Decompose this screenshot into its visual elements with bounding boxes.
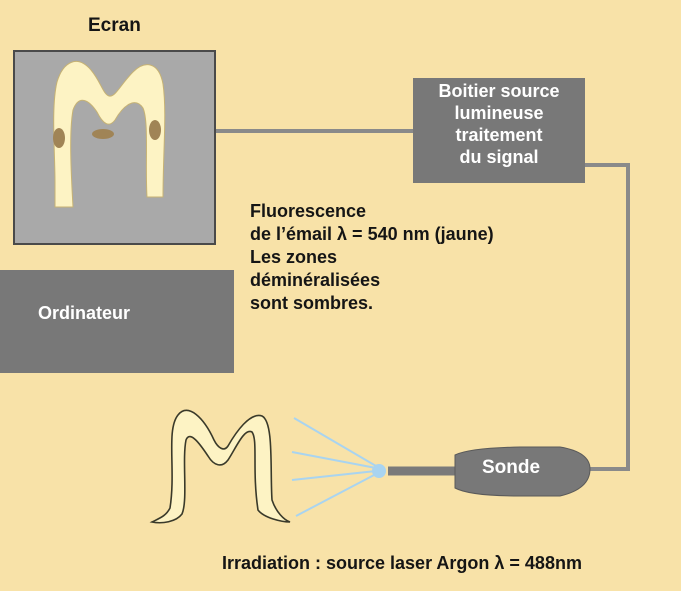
demineralized-zone [53,128,65,148]
fluo-line: Fluorescence [250,201,367,221]
cable-box-to-sonde [585,163,630,471]
box-line: Boitier source [438,81,560,101]
sonde-body [454,446,591,497]
tooth-shape [53,60,166,208]
irradiation-caption: Irradiation : source laser Argon λ = 488… [222,553,582,573]
sonde-label: Sonde [482,457,541,478]
demineralized-zone [92,129,114,139]
box-line: lumineuse [454,103,544,123]
laser-beam [291,470,377,481]
fluo-line: déminéralisées [250,270,381,290]
laser-beam [295,473,377,517]
tooth-image-on-screen [53,60,166,208]
fluo-line: de l’émail λ = 540 nm (jaune) [250,224,494,244]
laser-beam [293,417,377,467]
fluo-line: sont sombres. [250,293,374,313]
real-tooth [149,409,291,524]
laser-tip [372,464,386,478]
box-line: du signal [459,147,539,167]
laser-beam [291,451,377,469]
fluo-line: Les zones [250,247,338,267]
demineralized-zone [149,120,161,140]
ecran-title: Ecran [88,15,141,36]
box-line: traitement [455,125,543,145]
screen [13,50,216,245]
computer-box: Ordinateur [0,270,234,373]
fluorescence-description: Fluorescence de l’émail λ = 540 nm (jaun… [250,200,494,315]
light-source-box: Boitier source lumineuse traitement du s… [413,78,585,183]
computer-label: Ordinateur [38,303,131,323]
